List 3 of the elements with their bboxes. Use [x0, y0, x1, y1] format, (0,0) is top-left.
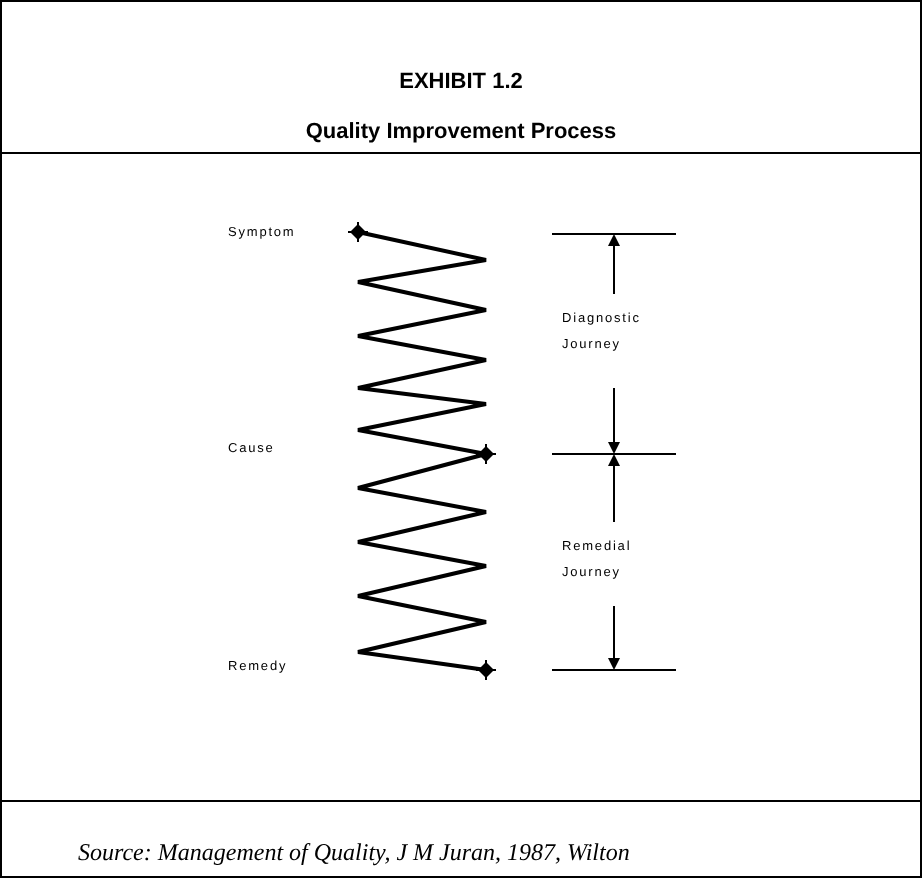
- diagram-title: Quality Improvement Process: [305, 120, 617, 146]
- source-caption: Source: Management of Quality, J M Juran, 1987, Wilton: [78, 838, 630, 868]
- exhibit-number: EXHIBIT 1.2: [399, 70, 523, 96]
